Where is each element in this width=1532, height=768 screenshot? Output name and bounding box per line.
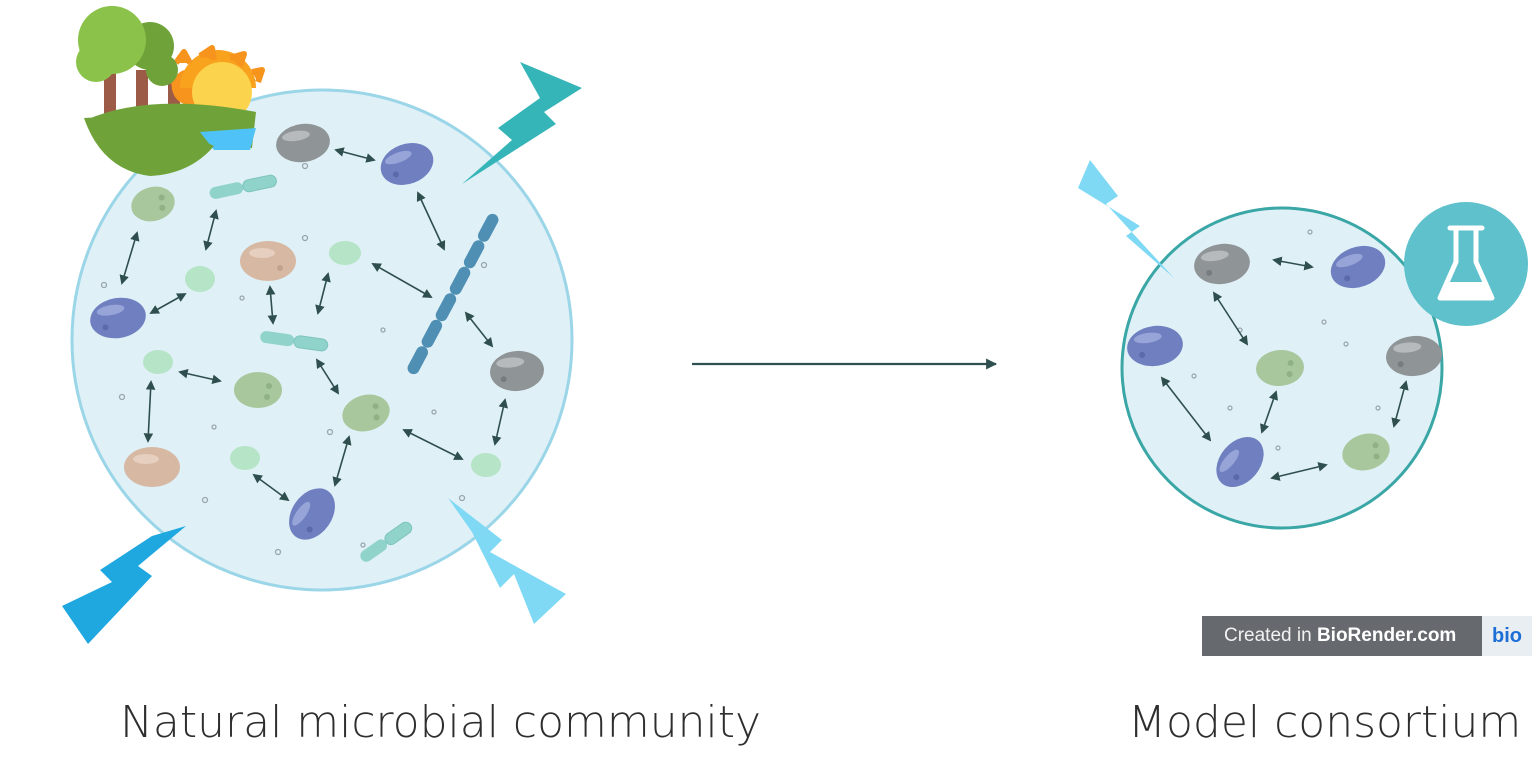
cell-green bbox=[1256, 349, 1304, 387]
rod-bacterium bbox=[209, 174, 277, 199]
cell-mint bbox=[329, 241, 361, 265]
natural-community-caption: Natural microbial community bbox=[120, 697, 762, 748]
cell-blue bbox=[1330, 245, 1386, 289]
rod-bacterium bbox=[260, 331, 329, 352]
interaction-arrows bbox=[1160, 256, 1409, 481]
biorender-logo: bio bbox=[1482, 616, 1532, 656]
lightning-bolt-icon bbox=[462, 62, 582, 184]
cell-mint bbox=[143, 350, 173, 374]
cell-grey bbox=[1194, 243, 1250, 285]
cell-blue bbox=[90, 297, 146, 339]
rod-bacterium bbox=[360, 521, 413, 562]
lightning-bolt-icon bbox=[448, 498, 566, 624]
cell-green bbox=[234, 372, 282, 408]
cell-grey bbox=[1386, 335, 1442, 377]
cell-green bbox=[342, 394, 390, 432]
cell-blue bbox=[1216, 436, 1264, 488]
cell-grey bbox=[276, 123, 330, 163]
cell-tan bbox=[240, 241, 296, 281]
bacteria-cells bbox=[1127, 243, 1442, 488]
cell-green bbox=[1342, 433, 1390, 471]
biorender-watermark: Created in BioRender.com bio bbox=[1202, 616, 1532, 656]
lightning-bolt-icon bbox=[1078, 160, 1174, 278]
cell-mint bbox=[185, 266, 215, 292]
cell-grey bbox=[490, 350, 544, 392]
natural-community-group bbox=[62, 6, 582, 644]
cell-green bbox=[131, 186, 175, 222]
rod-chain-bacterium bbox=[407, 213, 499, 375]
flask-icon bbox=[1404, 202, 1528, 326]
cell-mint bbox=[471, 453, 501, 477]
landscape-trees-sun-icon bbox=[76, 6, 265, 176]
cell-mint bbox=[230, 446, 260, 470]
cell-blue bbox=[289, 488, 335, 540]
bacteria-cells bbox=[90, 123, 544, 540]
rod-bacteria bbox=[209, 174, 499, 562]
lightning-bolt-icon bbox=[62, 526, 186, 644]
cell-blue bbox=[380, 143, 434, 185]
model-consortium-group bbox=[1078, 160, 1528, 530]
cell-tan bbox=[124, 447, 180, 487]
model-consortium-caption: Model consortium bbox=[1128, 697, 1522, 748]
cell-blue bbox=[1127, 325, 1183, 367]
watermark-brand: BioRender.com bbox=[1316, 625, 1457, 646]
interaction-arrows bbox=[119, 147, 508, 502]
watermark-text: Created in BioRender.com bbox=[1202, 616, 1482, 656]
watermark-prefix: Created in bbox=[1224, 625, 1317, 646]
